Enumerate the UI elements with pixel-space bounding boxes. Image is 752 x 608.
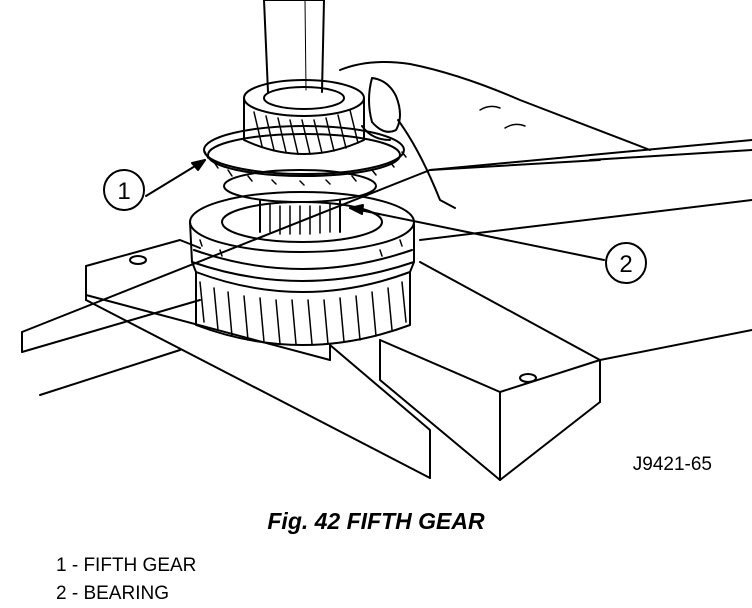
legend-item: 1 - FIFTH GEAR [56,555,197,576]
callout-2-leader [349,204,605,261]
figure-caption: Fig. 42 FIFTH GEAR [267,508,485,534]
press-shaft [263,0,325,93]
right-support-block [379,261,752,481]
technical-illustration: 1 2 J9421-65 [21,0,752,481]
callout-1: 1 [103,169,145,211]
hand [339,61,651,209]
callout-2: 2 [605,242,647,284]
legend: 1 - FIFTH GEAR 2 - BEARING [56,552,196,608]
figure-code: J9421-65 [633,454,712,475]
callout-1-number: 1 [117,178,130,205]
legend-item: 2 - BEARING [56,583,169,604]
large-gear-assembly [189,191,415,346]
callout-2-number: 2 [619,251,632,278]
callout-1-leader [145,159,206,197]
left-support-block [85,239,431,479]
fifth-gear [203,79,407,186]
